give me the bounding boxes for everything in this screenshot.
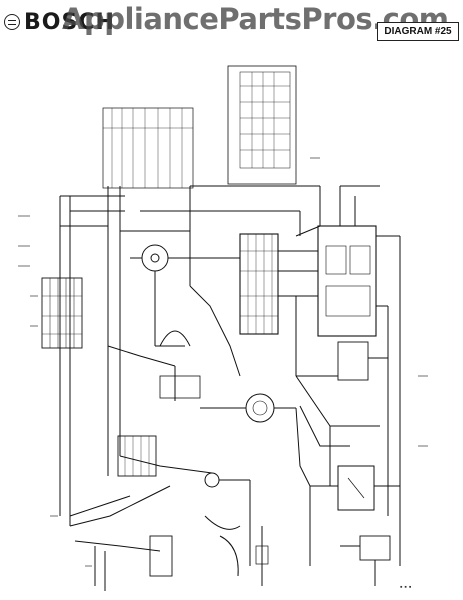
heater-element	[200, 393, 296, 423]
control-board	[239, 233, 279, 335]
main-bus-wires	[59, 185, 321, 526]
bottom-components	[94, 526, 269, 591]
header: BOSCH AppliancePartsPros.com DIAGRAM #25	[0, 0, 463, 46]
bosch-logo-icon	[4, 14, 20, 30]
thermostat	[204, 472, 251, 566]
legend-box	[227, 65, 297, 185]
center-switch-assembly	[130, 244, 230, 401]
footer-marks: ▪ ▪ ▪	[400, 584, 412, 591]
component-label-ticks	[18, 157, 428, 567]
pump-motor	[340, 535, 391, 586]
lower-left-connectors	[69, 435, 171, 552]
diagram-number-label: DIAGRAM #25	[377, 22, 459, 41]
wiring-schematic	[18, 65, 428, 591]
wire-code-table	[102, 107, 194, 189]
timer-module	[295, 341, 388, 486]
connecting-wires	[107, 185, 380, 487]
relay-board	[278, 225, 401, 566]
terminal-block-left	[41, 277, 83, 349]
door-switch-box	[309, 465, 400, 566]
brand-name: BOSCH	[24, 10, 115, 35]
wiring-diagram	[0, 46, 463, 600]
